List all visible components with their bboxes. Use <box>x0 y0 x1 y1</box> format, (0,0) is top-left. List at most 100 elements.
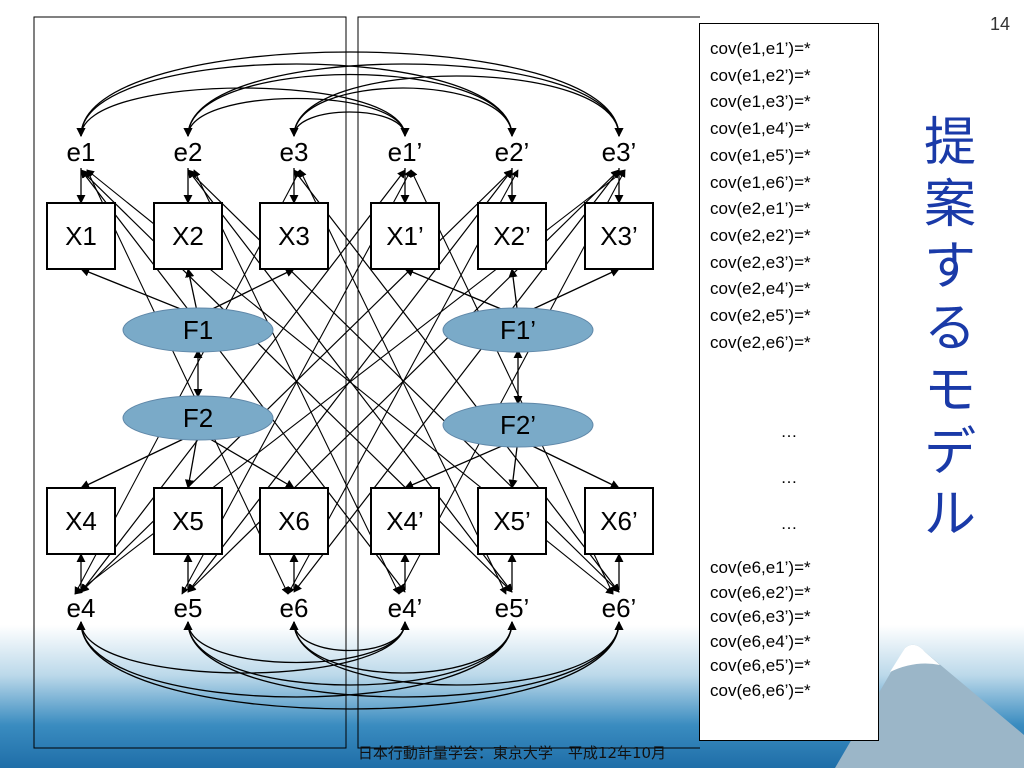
page-number: 14 <box>989 14 1010 34</box>
covariance-arc-bottom <box>289 621 517 674</box>
observed-variable-box <box>46 487 116 555</box>
covariance-arc-bottom <box>76 621 517 698</box>
observed-variable-box <box>259 487 329 555</box>
covariance-arc-top <box>183 97 410 137</box>
covariance-arc-bottom <box>289 621 624 686</box>
factor-label: F1 <box>183 315 213 345</box>
covariance-item: cov(e1,e6’)=* <box>710 172 811 192</box>
covariance-item: cov(e2,e5’)=* <box>710 306 811 326</box>
observed-variable-label: X6’ <box>600 506 638 536</box>
covariance-item: cov(e2,e6’)=* <box>710 332 811 352</box>
error-label: e1 <box>67 137 96 167</box>
observed-variable-box <box>370 487 440 555</box>
covariance-list-bottom: cov(e6,e1’)=* cov(e6,e2’)=* cov(e6,e3’)=* c… <box>710 556 811 703</box>
group-frame-right <box>357 16 700 749</box>
observed-variable-box <box>259 202 329 270</box>
error-label: e6 <box>280 593 309 623</box>
error-label: e4’ <box>388 593 423 623</box>
factor-label: F2’ <box>500 410 536 440</box>
title-char: モ <box>923 361 976 421</box>
observed-variable-box <box>153 487 223 555</box>
ellipsis-2: … <box>780 468 798 487</box>
covariance-item: cov(e2,e3’)=* <box>710 252 811 272</box>
covariance-item: cov(e1,e5’)=* <box>710 145 811 165</box>
loading-path <box>197 431 295 489</box>
factor-ellipse <box>442 402 594 448</box>
observed-variable-box <box>477 202 547 270</box>
loading-path <box>80 431 199 489</box>
observed-variable-label: X5 <box>172 506 204 536</box>
observed-variable-label: X3’ <box>600 221 638 251</box>
factor-label: F2 <box>183 403 213 433</box>
error-label: e4 <box>67 593 96 623</box>
covariance-arc-bottom <box>183 621 624 698</box>
observed-variable-label: X1’ <box>386 221 424 251</box>
covariance-arc-top <box>76 51 624 137</box>
covariance-arc-top <box>183 73 517 137</box>
observed-variable-label: X5’ <box>493 506 531 536</box>
covariance-item: cov(e6,e4’)=* <box>710 631 811 651</box>
slide-title-vertical: 提案するモデル <box>915 112 985 546</box>
covariance-item: cov(e6,e6’)=* <box>710 680 811 700</box>
error-label: e3’ <box>602 137 637 167</box>
covariance-arc-top <box>289 111 410 137</box>
ellipsis-3: … <box>780 514 798 533</box>
covariance-item: cov(e6,e2’)=* <box>710 582 811 602</box>
covariance-item: cov(e6,e5’)=* <box>710 656 811 675</box>
title-char: 提 <box>923 113 976 173</box>
title-char: デ <box>923 423 976 483</box>
observed-variable-label: X4’ <box>386 506 424 536</box>
covariance-arc-top <box>289 75 624 137</box>
observed-variable-label: X3 <box>278 221 310 251</box>
covariance-arc-bottom <box>183 621 410 664</box>
observed-variable-label: X4 <box>65 506 97 536</box>
covariance-arc-bottom <box>76 621 624 710</box>
observed-variable-box <box>584 487 654 555</box>
observed-variable-box <box>477 487 547 555</box>
covariance-arc-top <box>289 87 517 137</box>
observed-variable-box <box>584 202 654 270</box>
covariance-arc-top <box>76 87 410 137</box>
observed-variable-label: X1 <box>65 221 97 251</box>
covariance-item: cov(e1,e2’)=* <box>710 65 811 85</box>
covariance-list-top: cov(e1,e1’)=* cov(e1,e2’)=* cov(e1,e3’)=* c… <box>710 36 811 356</box>
covariance-arc-bottom <box>183 621 517 686</box>
covariance-item: cov(e6,e3’)=* <box>710 607 811 626</box>
covariance-list-box: cov(e1,e1’)=* cov(e1,e2’)=* cov(e1,e3’)=* c… <box>699 23 879 741</box>
factor-label: F1’ <box>500 315 536 345</box>
error-label: e2 <box>174 137 203 167</box>
observed-variable-label: X6 <box>278 506 310 536</box>
covariance-item: cov(e6,e1’)=* <box>710 558 811 577</box>
factor-ellipse <box>122 307 274 353</box>
error-label: e6’ <box>602 593 637 623</box>
covariance-item: cov(e2,e4’)=* <box>710 279 811 299</box>
observed-variable-box <box>46 202 116 270</box>
covariance-item: cov(e1,e4’)=* <box>710 119 811 139</box>
covariance-item: cov(e1,e1’)=* <box>710 39 811 58</box>
title-char: 案 <box>923 175 976 235</box>
observed-variable-box <box>153 202 223 270</box>
title-char: る <box>923 299 976 359</box>
observed-variable-box <box>370 202 440 270</box>
error-label: e1’ <box>388 137 423 167</box>
factor-ellipse <box>442 307 594 353</box>
covariance-item: cov(e2,e2’)=* <box>710 225 811 245</box>
error-label: e3 <box>280 137 309 167</box>
title-char: す <box>923 237 976 297</box>
mountain-snowcap <box>890 644 940 672</box>
covariance-item: cov(e2,e1’)=* <box>710 199 811 219</box>
ellipsis-1: … <box>780 422 798 441</box>
error-label: e5’ <box>495 593 530 623</box>
covariance-arc-top <box>183 63 624 137</box>
mountain-shape <box>835 644 1024 768</box>
error-label: e5 <box>174 593 203 623</box>
covariance-item: cov(e1,e3’)=* <box>710 92 811 112</box>
title-char: ル <box>923 485 976 545</box>
covariance-arc-bottom <box>289 621 410 652</box>
observed-variable-label: X2 <box>172 221 204 251</box>
factor-ellipse <box>122 395 274 441</box>
observed-variable-label: X2’ <box>493 221 531 251</box>
error-label: e2’ <box>495 137 530 167</box>
